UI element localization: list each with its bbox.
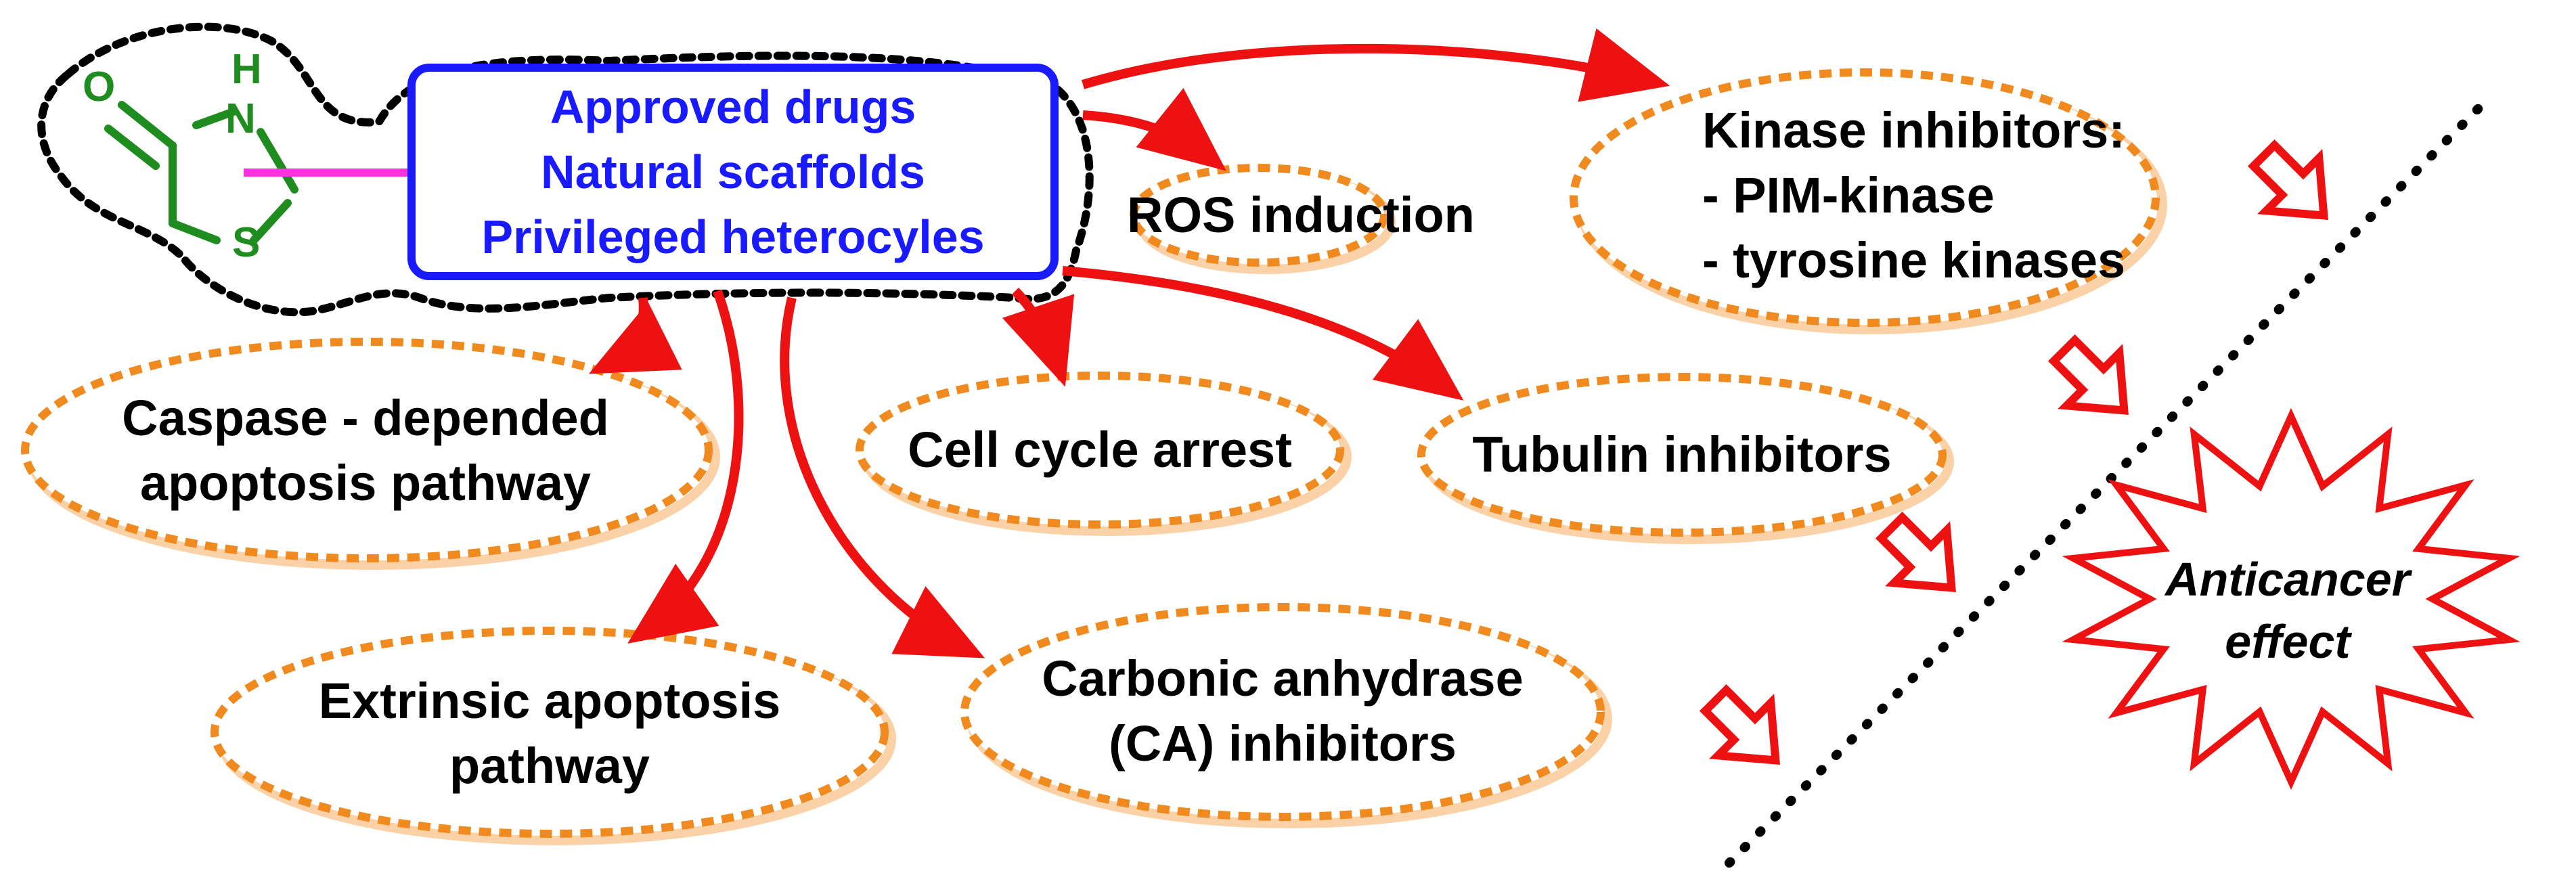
ellipse-tubulin xyxy=(1417,373,1954,544)
arrow-to-carbonic xyxy=(780,296,985,658)
hollow-arrow-4 xyxy=(1699,684,1780,765)
atom-s-label: S xyxy=(232,219,261,266)
extrinsic-line-2: pathway xyxy=(449,738,650,794)
connector-arrows xyxy=(588,28,1670,658)
atom-h-label: H xyxy=(231,46,262,93)
dotted-diagonal xyxy=(1725,97,2490,868)
kinase-item-pim: - PIM-kinase xyxy=(1702,167,1995,223)
bond-n-c xyxy=(192,108,238,129)
kinase-item-tyrosine: - tyrosine kinases xyxy=(1702,232,2126,288)
caspase-line-1: Caspase - depended xyxy=(122,390,609,446)
core-box xyxy=(407,64,1059,280)
ellipse-cell-cycle xyxy=(856,372,1352,536)
bond-n-ring xyxy=(257,128,298,194)
bond-carbonyl-a xyxy=(118,101,177,150)
tubulin-label: Tubulin inhibitors xyxy=(1472,426,1892,483)
carbonic-line-1: Carbonic anhydrase xyxy=(1042,650,1524,707)
extrinsic-line-1: Extrinsic apoptosis xyxy=(318,673,781,729)
core-line-approved-drugs: Approved drugs xyxy=(550,81,916,133)
ellipse-caspase xyxy=(21,338,720,570)
kinase-label: Kinase inhibitors: - PIM-kinase - tyrosi… xyxy=(1702,98,2125,293)
arrow-to-caspase xyxy=(588,297,682,374)
hollow-arrow-1 xyxy=(2247,139,2328,220)
carbonic-label: Carbonic anhydrase (CA) inhibitors xyxy=(964,646,1601,776)
arrow-to-ros xyxy=(1082,88,1226,171)
hollow-arrow-2 xyxy=(2047,334,2129,415)
ellipse-carbonic xyxy=(960,603,1612,828)
caspase-label: Caspase - depended apoptosis pathway xyxy=(41,386,690,516)
extrinsic-label: Extrinsic apoptosis pathway xyxy=(215,669,885,799)
hollow-arrow-3 xyxy=(1875,511,1956,592)
ros-label: ROS induction xyxy=(1127,187,1475,243)
atom-o-label: O xyxy=(83,64,116,110)
arrow-to-kinase xyxy=(1081,28,1670,102)
arrow-to-extrinsic xyxy=(627,289,744,644)
bond-s-c xyxy=(250,199,292,244)
thiazolidinone-molecule xyxy=(104,101,298,244)
bond-carbonyl-b xyxy=(104,125,160,170)
anticancer-line-2: effect xyxy=(2225,615,2351,668)
kinase-title: Kinase inhibitors: xyxy=(1702,102,2125,158)
caspase-line-2: apoptosis pathway xyxy=(139,455,592,511)
anticancer-starburst xyxy=(2062,407,2521,790)
core-label: Approved drugs Natural scaffolds Privile… xyxy=(412,74,1054,269)
anticancer-label: Anticancer effect xyxy=(2085,548,2491,673)
core-line-privileged-heterocycles: Privileged heterocyles xyxy=(481,210,985,263)
anticancer-line-1: Anticancer xyxy=(2165,553,2410,606)
ellipse-ros xyxy=(1130,164,1396,274)
ellipse-kinase xyxy=(1570,68,2167,334)
arrow-to-tubulin xyxy=(1062,266,1464,401)
carbonic-line-2: (CA) inhibitors xyxy=(1109,715,1457,772)
atom-n-label: N xyxy=(225,95,256,142)
cell-cycle-label: Cell cycle arrest xyxy=(908,422,1292,478)
ellipse-extrinsic xyxy=(210,627,896,845)
bond-c-c xyxy=(169,219,221,244)
core-line-natural-scaffolds: Natural scaffolds xyxy=(541,146,925,198)
arrow-to-cell-cycle xyxy=(1002,288,1075,387)
hollow-arrows xyxy=(1699,139,2328,765)
